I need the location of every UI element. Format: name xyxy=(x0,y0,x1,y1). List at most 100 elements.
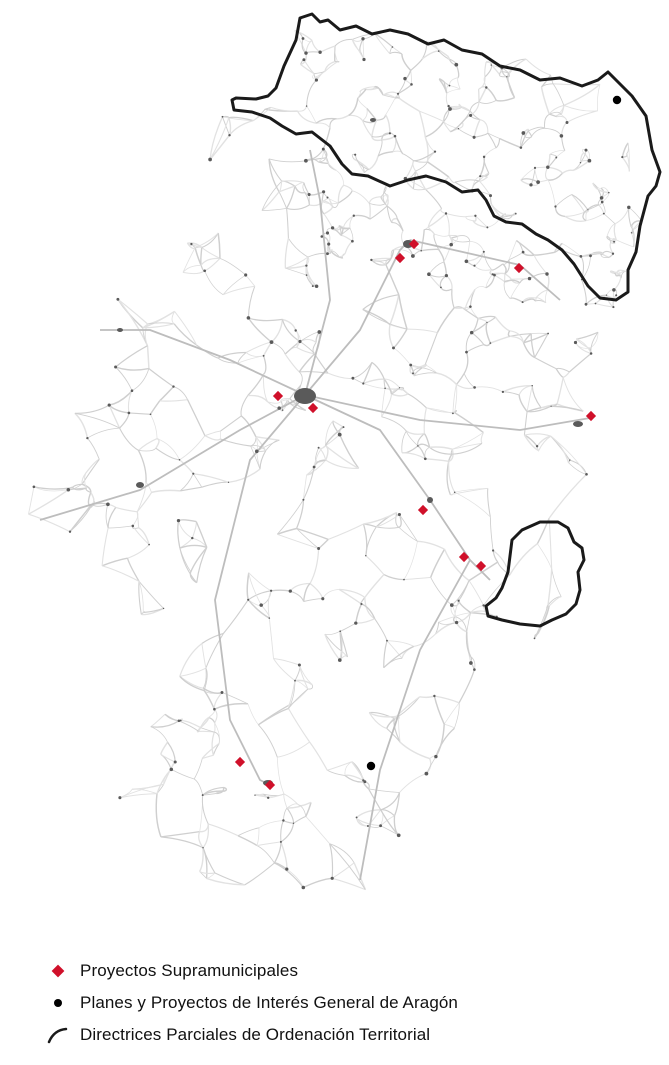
settlement-dot xyxy=(521,250,525,254)
settlement-dot xyxy=(246,316,251,320)
settlement-dot xyxy=(304,51,308,55)
settlement-dot xyxy=(489,342,492,344)
settlement-dot xyxy=(220,691,224,694)
settlement-dot xyxy=(579,255,583,258)
road-segment xyxy=(403,576,431,581)
road-segment xyxy=(436,307,455,333)
road-segment xyxy=(450,121,463,133)
road-segment xyxy=(458,121,464,130)
settlement-dot xyxy=(602,212,605,215)
road-segment xyxy=(194,247,202,266)
road-segment xyxy=(164,713,179,722)
road-segment xyxy=(371,361,385,380)
proyecto-supramunicipal-marker[interactable] xyxy=(234,756,246,768)
road-segment xyxy=(502,391,520,396)
road-segment xyxy=(179,667,207,677)
plan-interes-general-marker[interactable] xyxy=(612,95,622,105)
road-segment xyxy=(201,632,224,644)
road-segment xyxy=(198,847,204,872)
road-segment xyxy=(383,640,388,668)
road-segment xyxy=(422,367,437,374)
road-segment xyxy=(380,809,400,836)
road-segment xyxy=(566,110,598,123)
road-segment xyxy=(522,297,536,303)
road-segment xyxy=(339,588,366,598)
road-segment xyxy=(439,79,448,94)
proyecto-supramunicipal-marker[interactable] xyxy=(264,779,276,791)
road-segment xyxy=(455,622,468,633)
road-segment xyxy=(480,432,484,444)
settlement-dot xyxy=(485,86,488,89)
road-segment xyxy=(355,603,363,624)
settlement-dot xyxy=(584,148,588,152)
road-segment xyxy=(344,774,364,781)
road-segment xyxy=(179,675,205,692)
proyecto-supramunicipal-marker[interactable] xyxy=(417,504,429,516)
road-segment xyxy=(385,264,400,295)
road-segment xyxy=(182,264,202,273)
road-segment xyxy=(547,172,563,181)
road-segment xyxy=(325,459,359,470)
proyecto-supramunicipal-marker[interactable] xyxy=(585,410,597,422)
road-segment xyxy=(203,690,216,710)
road-segment xyxy=(443,702,460,725)
road-segment xyxy=(463,373,475,388)
road-segment xyxy=(173,323,197,346)
road-segment xyxy=(119,793,158,799)
road-segment xyxy=(466,612,471,633)
proyecto-supramunicipal-marker[interactable] xyxy=(475,560,487,572)
road-segment xyxy=(198,831,204,849)
road-segment xyxy=(380,186,387,198)
proyecto-supramunicipal-marker[interactable] xyxy=(458,551,470,563)
settlement-dot xyxy=(114,365,118,369)
road-segment xyxy=(606,235,612,243)
proyecto-supramunicipal-marker[interactable] xyxy=(513,262,525,274)
road-segment xyxy=(534,251,555,256)
road-segment xyxy=(454,616,468,633)
proyecto-supramunicipal-marker[interactable] xyxy=(394,252,406,264)
road-segment xyxy=(445,275,453,290)
road-segment xyxy=(178,520,193,539)
road-segment xyxy=(309,583,324,599)
settlement-dot xyxy=(486,321,488,324)
settlement-dot xyxy=(148,543,150,546)
road-segment xyxy=(217,351,247,359)
proyecto-supramunicipal-marker[interactable] xyxy=(272,390,284,402)
road-segment xyxy=(258,724,278,758)
road-segment xyxy=(160,830,200,838)
road-segment xyxy=(296,527,329,541)
road-segment xyxy=(362,294,399,310)
road-segment xyxy=(324,60,336,72)
settlement-dot xyxy=(370,258,373,262)
settlement-dot xyxy=(448,107,452,111)
road-segment xyxy=(148,368,174,388)
road-segment xyxy=(228,116,254,122)
directriz-boundary-east[interactable] xyxy=(484,520,586,628)
road-segment xyxy=(632,229,635,248)
road-segment xyxy=(318,447,327,461)
road-segment xyxy=(321,201,339,205)
road-segment xyxy=(167,741,176,763)
road-segment xyxy=(254,793,285,798)
legend: Proyectos Supramunicipales Planes y Proy… xyxy=(44,955,654,1051)
road-segment xyxy=(273,658,296,682)
road-segment xyxy=(551,405,584,412)
road-segment xyxy=(399,514,418,542)
settlement-dot xyxy=(457,599,460,602)
road-segment xyxy=(450,491,456,496)
road-segment xyxy=(302,466,315,500)
directriz-boundary-north[interactable] xyxy=(230,12,662,302)
road-segment xyxy=(427,161,450,178)
settlement-dot xyxy=(529,183,533,187)
road-segment xyxy=(585,209,589,221)
road-segment xyxy=(223,599,249,634)
road-segment xyxy=(421,248,439,252)
road-network xyxy=(28,30,643,891)
road-segment xyxy=(353,158,370,171)
proyecto-supramunicipal-marker[interactable] xyxy=(307,402,319,414)
road-segment xyxy=(465,241,471,262)
plan-interes-general-marker[interactable] xyxy=(366,761,376,771)
road-segment xyxy=(544,127,562,137)
road-segment xyxy=(450,487,488,496)
road-segment xyxy=(377,139,383,157)
